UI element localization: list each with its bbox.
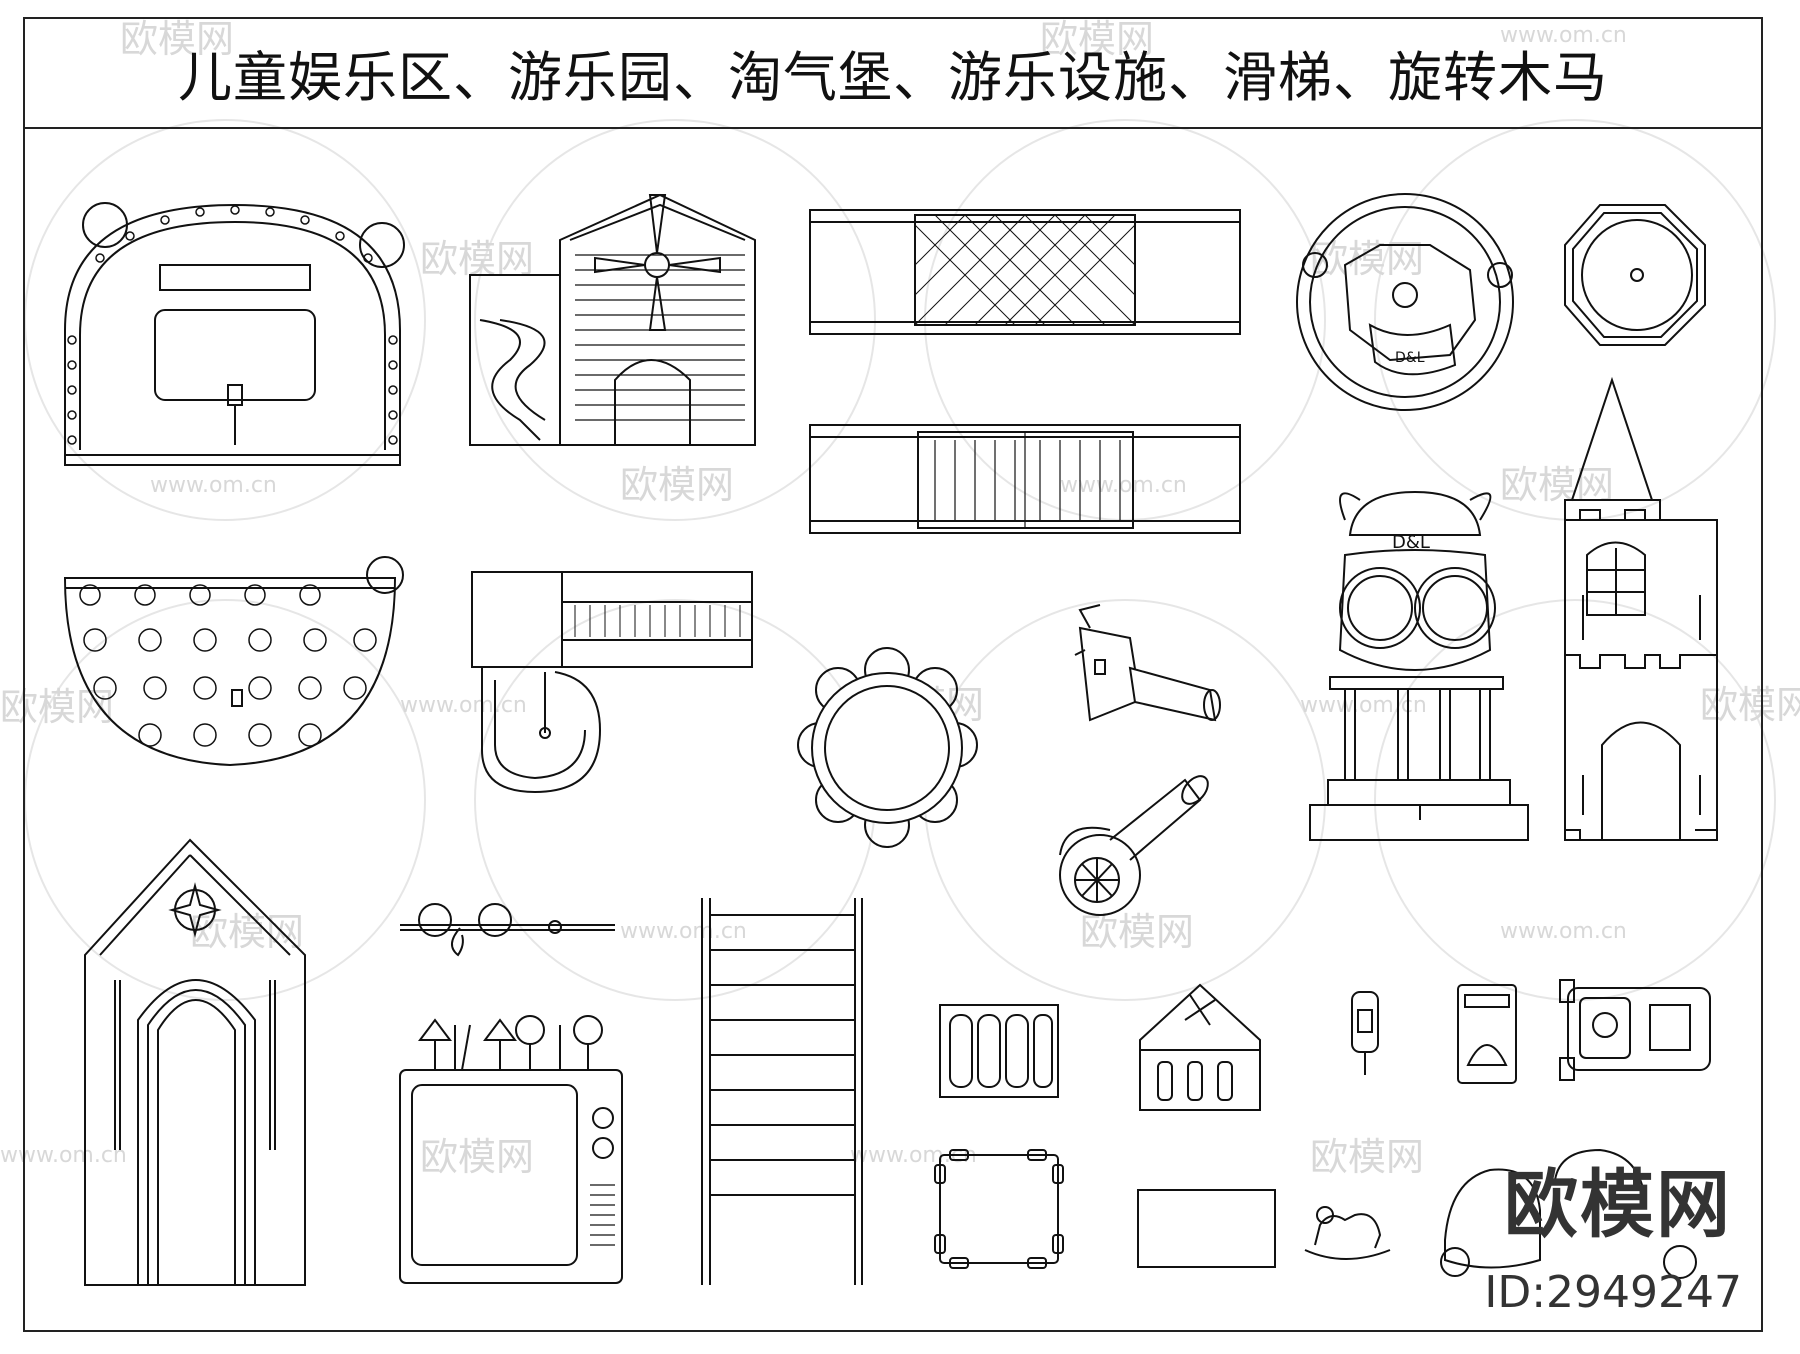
- watermark-brand: 欧模网: [420, 237, 534, 281]
- castle-tower: [1564, 376, 1718, 841]
- watermark-brand: 欧模网: [1310, 237, 1424, 281]
- watermark-brand: 欧模网: [1700, 683, 1800, 727]
- watermark-url: www.om.cn: [0, 1143, 127, 1168]
- kiddie-car: [1440, 1148, 1697, 1279]
- water-cannon-bottom: [1059, 775, 1209, 916]
- octagon-pad: [1564, 204, 1706, 346]
- watermark-brand: 欧模网: [1310, 1135, 1424, 1179]
- dumbbell-bar: [400, 903, 615, 957]
- dome-playhouse: [64, 202, 405, 466]
- round-trampoline: D&L: [1296, 193, 1514, 411]
- svg-text:D&L: D&L: [1395, 350, 1425, 366]
- watermark-url: www.om.cn: [1060, 473, 1187, 498]
- tube-slide-platform: [471, 571, 753, 794]
- svg-text:D&L: D&L: [1392, 532, 1430, 553]
- half-round-ball-pit: [63, 556, 404, 767]
- logo-text: 欧模网: [1504, 1162, 1732, 1248]
- slide-house: [469, 193, 756, 446]
- net-bridge: [809, 209, 1241, 335]
- ladder-panel: [701, 898, 863, 1285]
- baby-seat: [1457, 984, 1517, 1084]
- drawing-id: ID:2949247: [1484, 1267, 1742, 1318]
- watermark-brand: 欧模网: [190, 910, 304, 954]
- watermark-brand: 欧模网: [620, 463, 734, 507]
- square-seat: [934, 1149, 1064, 1269]
- watermark-brand: 欧模网: [420, 1135, 534, 1179]
- watermark-url: www.om.cn: [1500, 919, 1627, 944]
- watermark-url: www.om.cn: [620, 919, 747, 944]
- flower-ring: [797, 647, 978, 848]
- watermark-url: www.om.cn: [150, 473, 277, 498]
- windmill-hut: [1139, 983, 1261, 1111]
- roller-bridge: [809, 424, 1241, 534]
- watermark-brand: 欧模网: [1040, 17, 1154, 61]
- tv-panel: [399, 1015, 623, 1284]
- bench-fence: [939, 1004, 1059, 1098]
- page-title: 儿童娱乐区、游乐园、淘气堡、游乐设施、滑梯、旋转木马: [178, 45, 1608, 109]
- toy-car: [1559, 979, 1711, 1081]
- watermark-url: www.om.cn: [1500, 23, 1627, 48]
- watermark-layer: [24, 119, 1776, 1001]
- watermark-url: www.om.cn: [400, 693, 527, 718]
- watermark-brand: 欧模网: [1080, 910, 1194, 954]
- watermark-brand: 欧模网: [120, 17, 234, 61]
- flat-panel: [1137, 1189, 1276, 1268]
- rocking-horse: [1304, 1206, 1391, 1260]
- mascot-tower: D&L: [1309, 490, 1529, 841]
- sheet-frame: [23, 17, 1763, 1332]
- mini-bike: [1351, 991, 1379, 1075]
- watermark-url: www.om.cn: [1300, 693, 1427, 718]
- watermark-brand: 欧模网: [0, 685, 114, 729]
- water-cannon-top: [1074, 604, 1221, 722]
- arch-house: [84, 838, 306, 1286]
